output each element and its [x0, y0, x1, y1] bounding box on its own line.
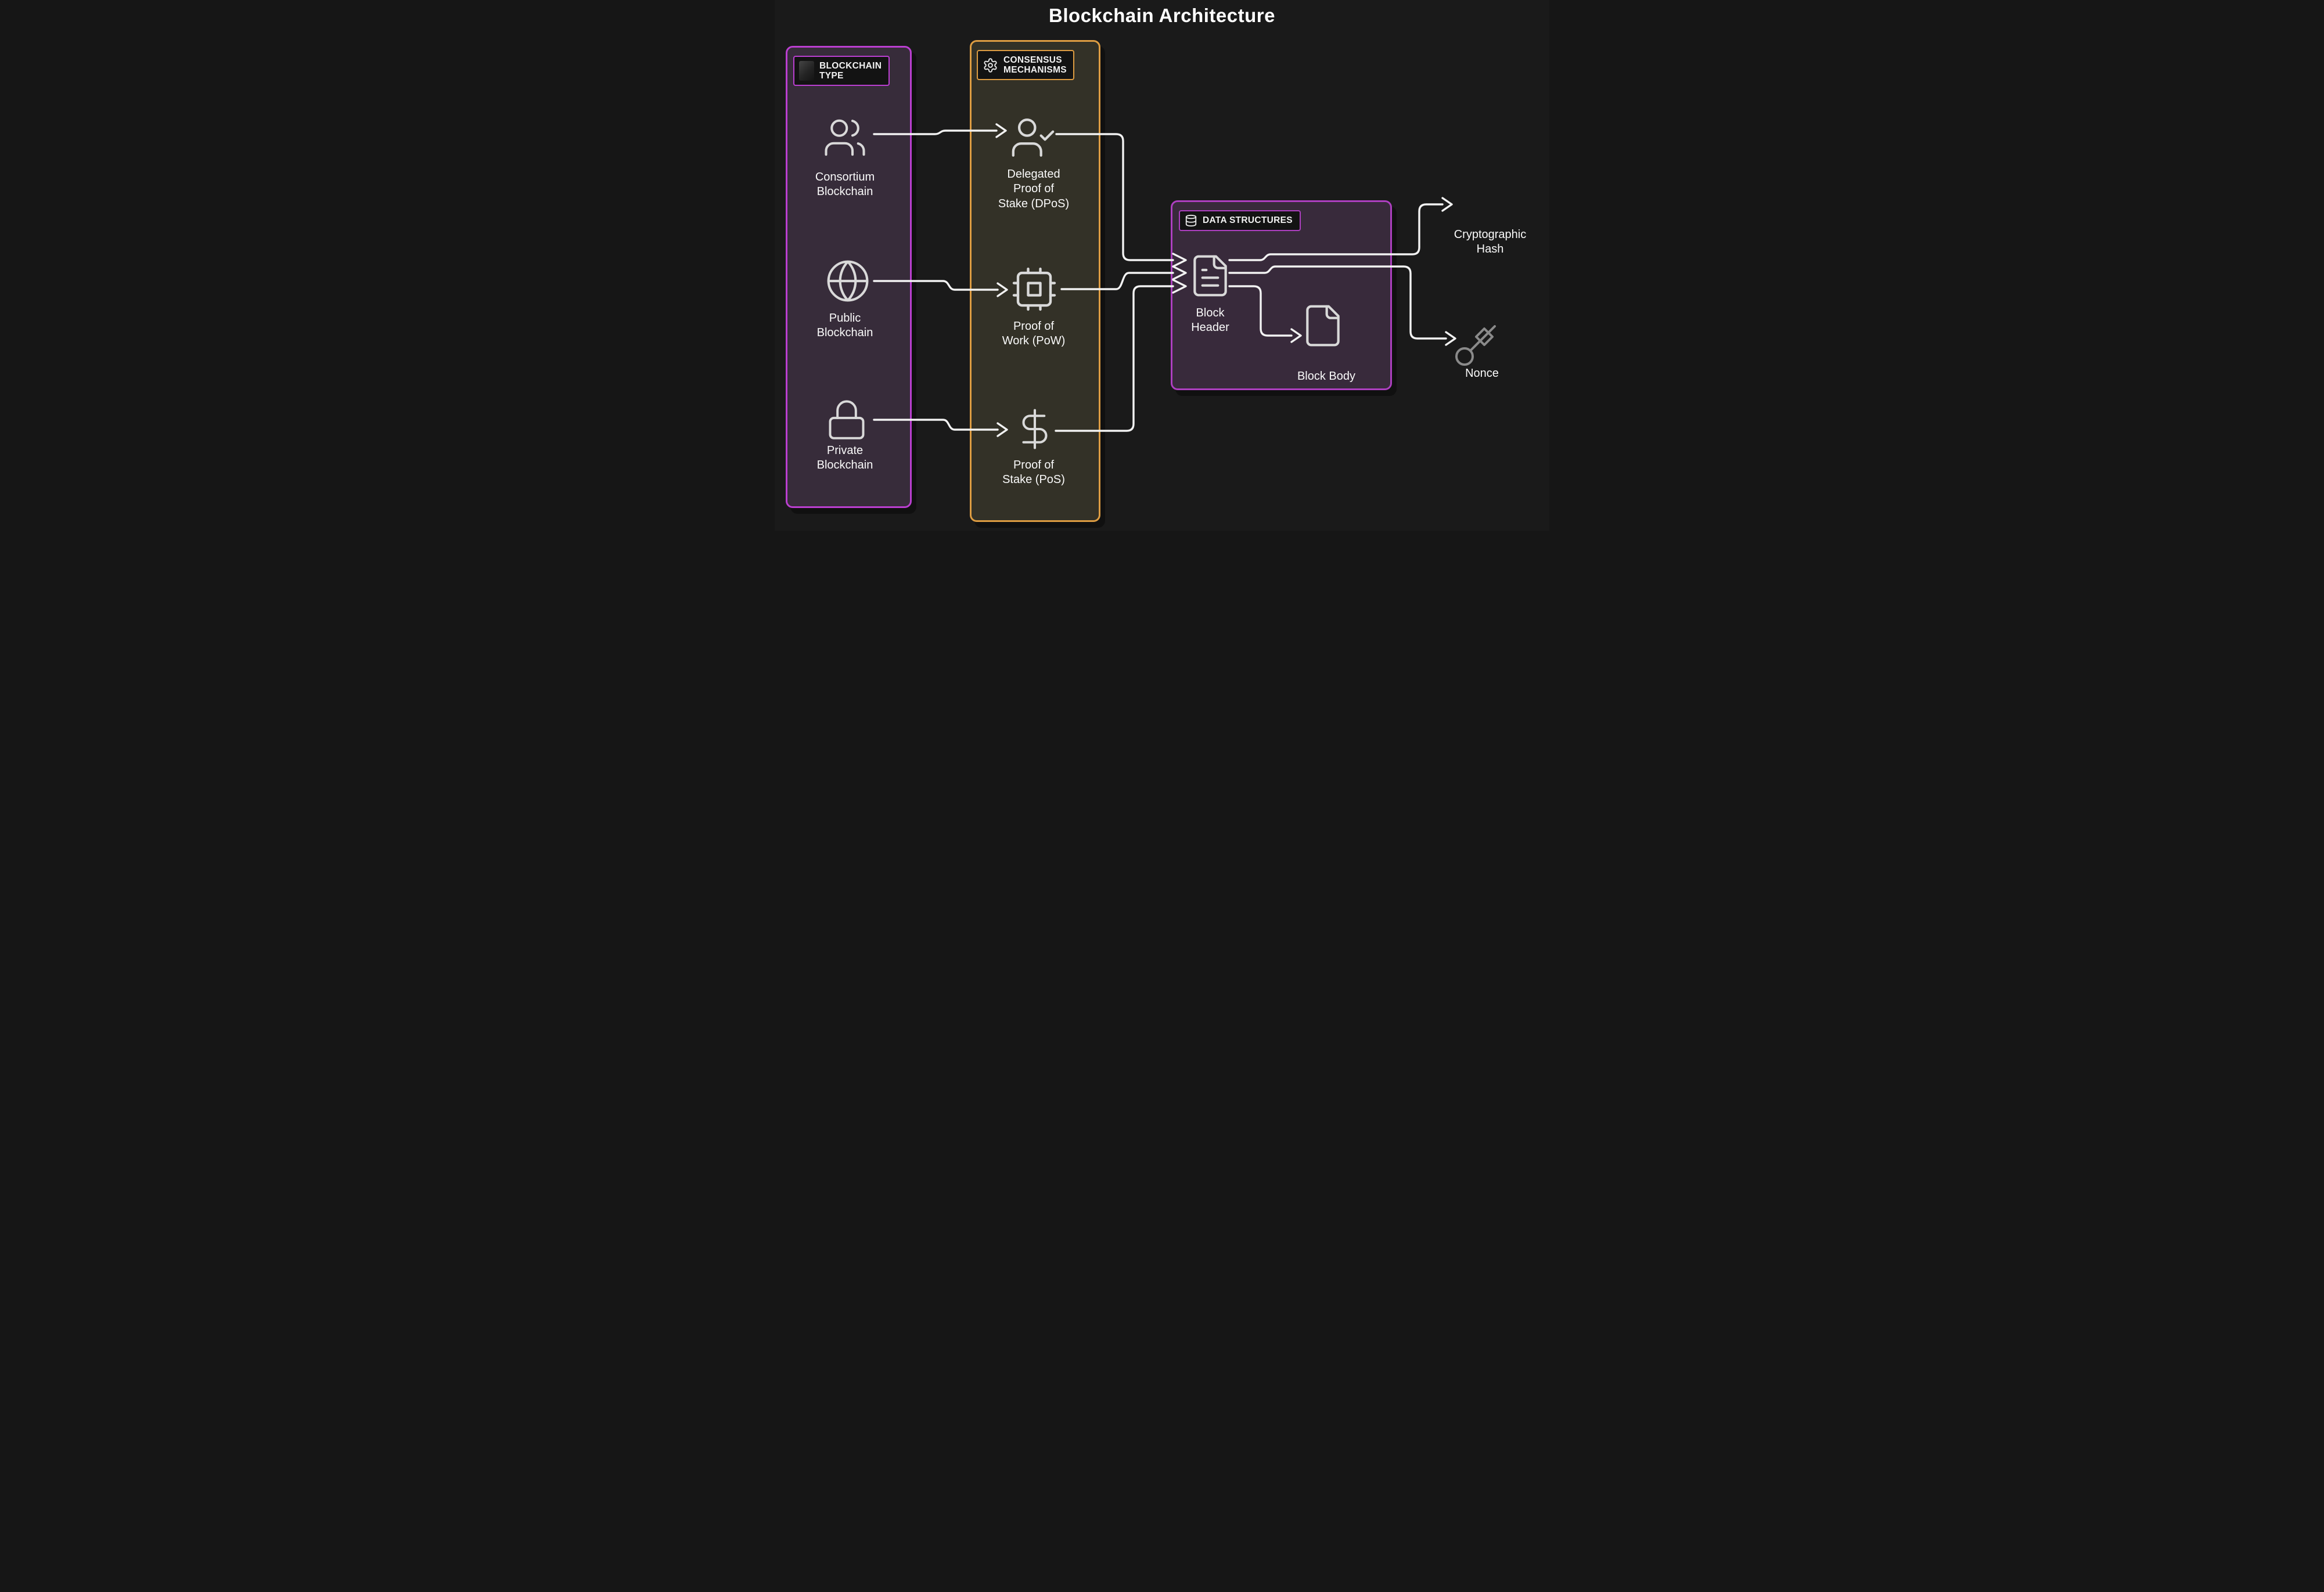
panel-blockchain-type [786, 46, 912, 508]
block-header-label: Block Header [1191, 307, 1229, 334]
globe-icon [827, 260, 869, 302]
block-square-icon [799, 61, 814, 81]
blockchain-type-header: BLOCKCHAIN TYPE [793, 56, 890, 86]
gear-icon [984, 57, 997, 73]
pos-label: Proof of Stake (PoS) [1002, 459, 1065, 487]
cryptographic-hash-label: Cryptographic Hash [1454, 228, 1527, 256]
blockchain-type-label: BLOCKCHAIN TYPE [819, 60, 882, 81]
arrowhead-block-header-crypto-hash [1441, 197, 1453, 212]
consortium-blockchain-label: Consortium Blockchain [815, 171, 875, 199]
user-check-icon [1012, 118, 1055, 157]
data-structures-header: DATA STRUCTURES [1179, 210, 1301, 231]
lock-icon [829, 400, 865, 440]
dpos-label: Delegated Proof of Stake (DPoS) [998, 168, 1070, 210]
file-text-icon [1193, 255, 1227, 297]
key-icon [1455, 325, 1496, 366]
dollar-sign-icon [1022, 409, 1048, 449]
page-title: Blockchain Architecture [1049, 5, 1275, 26]
database-icon [1185, 214, 1197, 227]
pow-label: Proof of Work (PoW) [1002, 320, 1066, 348]
users-icon [825, 119, 865, 156]
consensus-mechanisms-header: CONSENSUS MECHANISMS [977, 50, 1074, 80]
data-structures-label: DATA STRUCTURES [1203, 215, 1293, 226]
nonce-label: Nonce [1465, 367, 1499, 380]
consensus-mechanisms-label: CONSENSUS MECHANISMS [1003, 55, 1067, 75]
cpu-icon [1012, 267, 1056, 311]
public-blockchain-label: Public Blockchain [816, 312, 873, 340]
file-icon [1306, 305, 1340, 347]
block-body-label: Block Body [1297, 370, 1356, 383]
diagram-canvas: Blockchain Architecture BLOCKCHAIN TYPE … [775, 0, 1549, 531]
private-blockchain-label: Private Blockchain [816, 444, 873, 472]
